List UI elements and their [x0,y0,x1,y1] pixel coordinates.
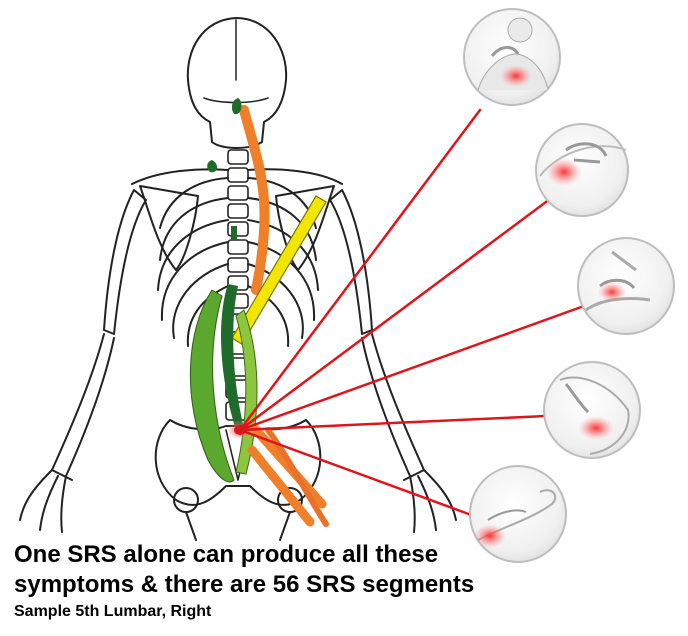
neck-pain-photo [463,8,561,106]
ankle-pain-photo [469,465,567,563]
line-to-lower-back [238,414,548,432]
line-to-neck [238,108,482,432]
femur-left [185,511,197,541]
caption-line-2: symptoms & there are 56 SRS segments [14,571,475,598]
lower-back-pain-photo [543,361,641,459]
pain-lines [238,108,586,518]
line-to-wrist [238,304,586,432]
caption-headline: One SRS alone can produce all these symp… [14,540,474,600]
muscle-dark-green-thoracic [207,160,218,173]
scapula-left [139,185,199,271]
femur-right [279,511,291,541]
caption-line-1: One SRS alone can produce all these [14,541,439,568]
forearm-left [51,333,115,477]
muscle-dark-green-long [221,284,244,430]
muscle-green-left [189,289,235,483]
muscle-orange-upper [239,105,270,295]
line-to-shoulder [238,194,556,432]
line-to-ankle [238,428,476,518]
muscle-orange-lower-c [265,427,329,527]
caption-sample: Sample 5th Lumbar, Right [14,603,212,620]
muscle-orange-lower-b [247,445,315,527]
hand-left [19,469,73,533]
skull [186,17,288,149]
muscles [189,98,329,527]
clavicle-left [131,168,229,185]
muscle-dark-green-spine-mark [231,226,237,240]
humerus-left [103,189,147,335]
shoulder-pain-photo [535,123,629,217]
muscle-dark-green-neck [231,98,242,115]
spine [225,149,251,421]
wrist-pain-photo [577,237,675,335]
forearm-right [361,333,425,477]
hand-right [403,469,457,533]
humerus-right [329,189,373,335]
